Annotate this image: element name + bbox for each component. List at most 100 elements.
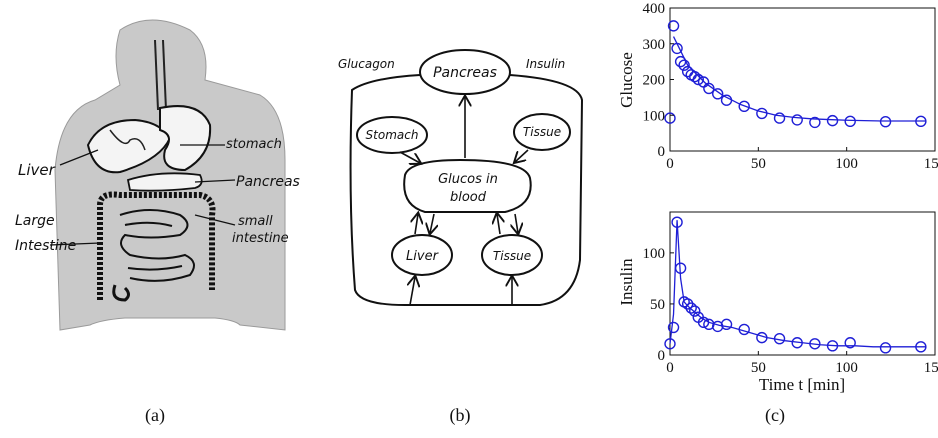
insulin-data-point <box>674 262 687 274</box>
insulin-chart: 0 50 100 150 0 50 100 Insulin Time t [min] <box>617 211 938 394</box>
node-tissue-top <box>513 113 571 151</box>
glucose-data-point <box>689 70 701 83</box>
label-liver-node: Liver <box>406 249 440 264</box>
glucose-data-point <box>738 100 750 113</box>
insulin-data-point <box>689 305 701 317</box>
glucose-y-tick-label: 200 <box>643 73 666 89</box>
glucose-y-tick-label: 400 <box>643 1 666 17</box>
insulin-y-label: Insulin <box>617 258 636 306</box>
node-blood <box>403 158 532 213</box>
feedback-loop <box>349 74 584 306</box>
glucose-series <box>664 20 927 129</box>
insulin-data-point <box>791 337 803 349</box>
glucose-data-point <box>667 20 680 32</box>
glucose-data-point <box>826 114 839 127</box>
caption-b: (b) <box>449 405 471 425</box>
insulin-y-tick-label: 100 <box>643 246 666 262</box>
glucose-x-tick-label: 0 <box>666 156 674 172</box>
stomach-shape <box>159 105 212 172</box>
insulin-data-point <box>720 318 733 331</box>
insulin-x-tick-label: 100 <box>835 360 858 376</box>
glucose-data-point <box>879 115 892 128</box>
label-blood-2: blood <box>450 190 487 205</box>
label-tissue-bottom-node: Tissue <box>493 249 531 263</box>
insulin-x-tick-label: 50 <box>751 360 766 376</box>
glucose-y-tick-label: 300 <box>643 37 666 53</box>
insulin-fit-line <box>669 220 927 348</box>
label-tissue-top-node: Tissue <box>523 125 561 139</box>
glucose-data-point <box>756 107 768 120</box>
label-small-intestine-2: intestine <box>232 231 289 246</box>
large-intestine-shape <box>97 191 216 300</box>
insulin-series <box>664 216 927 354</box>
glucose-x-tick-label: 100 <box>835 156 858 172</box>
insulin-data-point <box>756 331 768 344</box>
glucose-data-point <box>915 115 927 128</box>
label-pancreas: Pancreas <box>236 174 300 190</box>
insulin-data-point <box>685 302 697 314</box>
glucose-y-tick-label: 100 <box>643 108 666 124</box>
glucose-x-tick-label: 50 <box>751 156 766 172</box>
glucose-data-point <box>791 114 803 126</box>
esophagus <box>154 39 159 111</box>
node-stomach <box>356 116 428 154</box>
insulin-data-point <box>915 341 927 353</box>
insulin-y-tick-label: 0 <box>658 348 666 364</box>
label-pancreas-node: Pancreas <box>433 65 497 81</box>
node-liver <box>391 234 453 276</box>
glucose-data-point <box>671 42 683 55</box>
anatomy-sketch: Liver stomach Pancreas Large Intestine s… <box>15 19 300 331</box>
glucose-data-point <box>809 116 821 129</box>
insulin-data-point <box>697 316 710 329</box>
glucose-plot-frame <box>669 7 936 152</box>
insulin-data-point <box>826 340 839 352</box>
label-stomach-node: Stomach <box>366 128 419 142</box>
glucose-data-point <box>692 73 704 86</box>
pancreas-shape <box>126 172 203 192</box>
label-large-intestine-2: Intestine <box>15 238 76 254</box>
insulin-data-point <box>664 338 676 350</box>
label-small-intestine-1: small <box>238 214 273 229</box>
insulin-data-point <box>879 342 892 354</box>
glucose-chart: 0 50 100 150 0 100 200 300 400 Glucose <box>617 1 938 172</box>
insulin-data-point <box>667 321 680 334</box>
insulin-y-tick-label: 50 <box>650 297 665 313</box>
insulin-ticks: 0 50 100 150 0 50 100 <box>643 246 938 376</box>
glucose-x-tick-label: 150 <box>924 156 938 172</box>
anatomy-panel: Liver stomach Pancreas Large Intestine s… <box>0 0 310 400</box>
insulin-data-point <box>738 323 750 336</box>
regulation-diagram-panel: Glucagon Insulin Pancreas Stomach Tissue… <box>330 0 600 400</box>
label-stomach: stomach <box>226 137 282 152</box>
glucose-y-tick-label: 0 <box>658 144 666 160</box>
insulin-x-tick-label: 150 <box>924 360 938 376</box>
glucose-fit-line <box>672 36 927 122</box>
glucose-data-point <box>720 94 733 106</box>
glucose-data-point <box>844 115 856 128</box>
plots-panel: 0 50 100 150 0 100 200 300 400 Glucose 0 50 100 150… <box>610 0 938 400</box>
glucose-y-label: Glucose <box>617 52 636 108</box>
label-blood-1: Glucos in <box>438 172 498 187</box>
insulin-x-label: Time t [min] <box>759 375 845 394</box>
insulin-data-point <box>671 216 683 228</box>
regulation-diagram: Glucagon Insulin Pancreas Stomach Tissue… <box>338 49 584 306</box>
label-liver: Liver <box>18 161 56 179</box>
label-large-intestine-1: Large <box>15 213 55 229</box>
glucose-data-point <box>664 112 676 124</box>
insulin-data-point <box>844 337 856 349</box>
glucose-data-point <box>773 112 786 124</box>
small-intestine-shape <box>119 209 195 282</box>
glucose-ticks: 0 50 100 150 0 100 200 300 400 <box>643 1 938 172</box>
label-insulin: Insulin <box>526 57 565 71</box>
glucose-data-point <box>703 82 715 95</box>
caption-c: (c) <box>765 405 785 425</box>
insulin-plot-frame <box>669 211 936 356</box>
caption-a: (a) <box>145 405 165 425</box>
glucose-data-point <box>678 59 690 71</box>
glucose-data-point <box>674 55 687 68</box>
label-glucagon: Glucagon <box>338 57 395 71</box>
plots-svg: 0 50 100 150 0 100 200 300 400 Glucose 0 50 100 150… <box>617 1 938 394</box>
insulin-data-point <box>809 338 821 350</box>
insulin-data-point <box>773 332 786 345</box>
insulin-x-tick-label: 0 <box>666 360 674 376</box>
glucose-data-point <box>711 88 724 100</box>
